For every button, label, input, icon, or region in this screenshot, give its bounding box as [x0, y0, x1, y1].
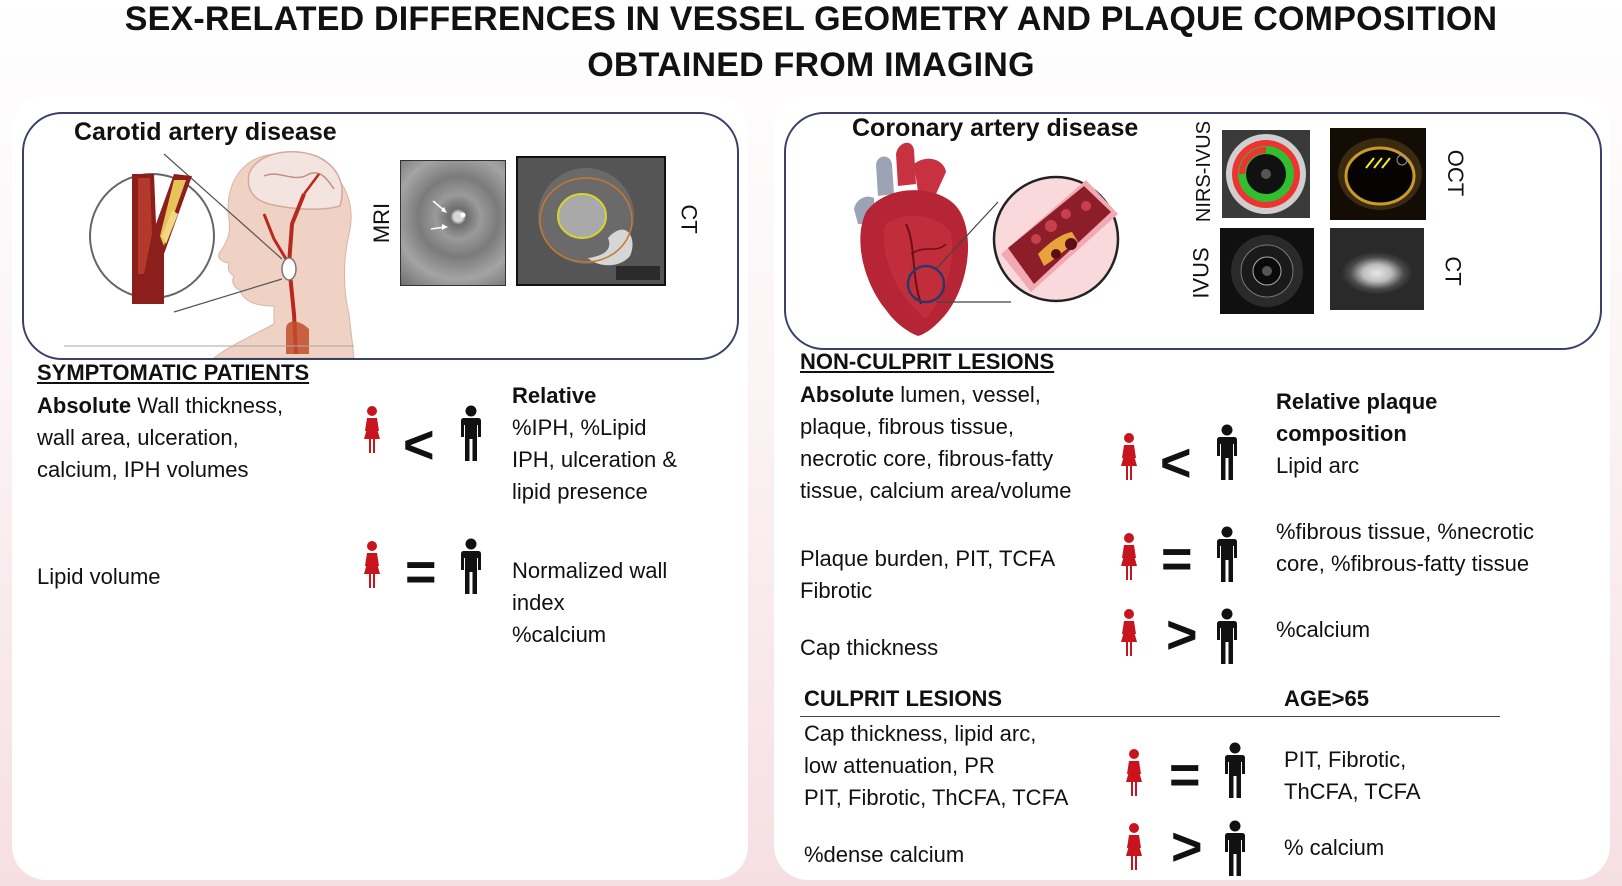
non-culprit-absolute-line: tissue, calcium area/volume	[800, 478, 1072, 503]
female-icon	[360, 405, 384, 460]
mri-arrows-icon	[430, 200, 466, 230]
relative-label: Relative	[512, 383, 597, 408]
non-culprit-absolute-line: necrotic core, fibrous-fatty	[800, 446, 1054, 471]
carotid-image-box: Carotid artery disease	[22, 112, 739, 360]
absolute-label: Absolute	[37, 393, 132, 418]
figure-title-line2: OBTAINED FROM IMAGING	[587, 46, 1035, 84]
carotid-ct-image	[516, 156, 666, 286]
ivus-image	[1220, 228, 1314, 314]
culprit-heading: CULPRIT LESIONS	[804, 686, 1003, 711]
less-than-symbol: <	[1160, 433, 1192, 493]
carotid-equal-right-line: index	[512, 590, 565, 615]
figure-title-line1: SEX-RELATED DIFFERENCES IN VESSEL GEOMET…	[124, 0, 1498, 38]
ivus-rings-icon	[1220, 228, 1314, 314]
non-culprit-equal-right-text: %fibrous tissue, %necrotic core, %fibrou…	[1276, 516, 1596, 580]
non-culprit-calcium-text: %calcium	[1276, 617, 1371, 642]
carotid-equal-right-line: %calcium	[512, 622, 607, 647]
nirs-ivus-label: NIRS-IVUS	[1193, 120, 1216, 223]
equal-symbol: =	[1169, 745, 1201, 805]
non-culprit-equal-right-line: core, %fibrous-fatty tissue	[1276, 551, 1530, 576]
male-icon	[1222, 820, 1248, 883]
ct-lumen-contours-icon	[518, 158, 664, 284]
carotid-relative-line: lipid presence	[512, 479, 648, 504]
age-heading: AGE>65	[1284, 686, 1369, 711]
carotid-relative-line: IPH, ulceration &	[512, 447, 678, 472]
non-culprit-absolute-line: plaque, fibrous tissue,	[800, 414, 1015, 439]
non-culprit-equal-left-line: Plaque burden, PIT, TCFA	[800, 546, 1056, 571]
carotid-ct-label: CT	[676, 204, 702, 234]
nirs-ivus-image	[1222, 130, 1310, 218]
male-icon	[1214, 608, 1240, 671]
non-culprit-heading: NON-CULPRIT LESIONS	[800, 349, 1055, 374]
oct-lumen-icon	[1330, 128, 1426, 220]
female-icon	[1117, 608, 1141, 663]
female-icon	[1122, 822, 1146, 877]
coronary-box-title: Coronary artery disease	[852, 114, 1139, 142]
coronary-ct-label: CT	[1440, 256, 1466, 286]
culprit-calcium-text: % calcium	[1284, 835, 1385, 860]
non-culprit-absolute-line: lumen, vessel,	[900, 382, 1041, 407]
mri-image	[400, 160, 506, 286]
oct-image	[1330, 128, 1426, 220]
cap-thickness-text: Cap thickness	[800, 635, 939, 660]
lipid-arc-text: Lipid arc	[1276, 453, 1360, 478]
greater-than-symbol: >	[1166, 605, 1198, 665]
equal-symbol: =	[405, 542, 437, 602]
culprit-equal-right-line: ThCFA, TCFA	[1284, 779, 1421, 804]
culprit-equal-left-line: Cap thickness, lipid arc,	[804, 721, 1037, 746]
carotid-absolute-line: wall area, ulceration,	[37, 425, 239, 450]
culprit-equal-right-text: PIT, Fibrotic, ThCFA, TCFA	[1284, 744, 1484, 808]
ivus-label: IVUS	[1188, 247, 1214, 299]
oct-label: OCT	[1443, 149, 1469, 197]
dense-calcium-text: %dense calcium	[804, 842, 965, 867]
symptomatic-heading: SYMPTOMATIC PATIENTS	[37, 360, 310, 385]
female-icon	[1122, 748, 1146, 803]
culprit-equal-left-text: Cap thickness, lipid arc, low attenuatio…	[804, 718, 1104, 814]
carotid-equal-right-line: Normalized wall	[512, 558, 668, 583]
male-icon	[458, 538, 484, 601]
nirs-ivus-rings-icon	[1222, 130, 1310, 218]
heart-illustration	[854, 142, 1120, 336]
culprit-equal-left-line: low attenuation, PR	[804, 753, 995, 778]
carotid-box-title: Carotid artery disease	[74, 118, 337, 146]
culprit-equal-right-line: PIT, Fibrotic,	[1284, 747, 1407, 772]
relative-plaque-label: Relative plaque	[1276, 389, 1438, 414]
female-icon	[1117, 432, 1141, 487]
female-icon	[360, 540, 384, 595]
non-culprit-equal-right-line: %fibrous tissue, %necrotic	[1276, 519, 1534, 544]
male-icon	[1222, 742, 1248, 805]
greater-than-symbol: >	[1171, 817, 1203, 877]
coronary-ct-image	[1330, 228, 1424, 310]
less-than-symbol: <	[403, 415, 435, 475]
coronary-image-box: Coronary artery disease	[784, 112, 1602, 350]
carotid-absolute-line: calcium, IPH volumes	[37, 457, 249, 482]
carotid-absolute-line: Wall thickness,	[137, 393, 284, 418]
non-culprit-equal-left-line: Fibrotic	[800, 578, 873, 603]
carotid-relative-text: Relative %IPH, %Lipid IPH, ulceration & …	[512, 380, 742, 508]
carotid-absolute-text: Absolute Wall thickness, wall area, ulce…	[37, 390, 377, 486]
carotid-relative-line: %IPH, %Lipid	[512, 415, 647, 440]
male-icon	[458, 405, 484, 468]
equal-symbol: =	[1161, 529, 1193, 589]
non-culprit-relative-text: Relative plaque composition Lipid arc	[1276, 386, 1596, 482]
carotid-lipid-volume: Lipid volume	[37, 564, 161, 589]
carotid-equal-right-text: Normalized wall index %calcium	[512, 555, 742, 651]
female-icon	[1117, 532, 1141, 587]
male-icon	[1214, 424, 1240, 487]
mri-label: MRI	[369, 202, 395, 244]
non-culprit-equal-left-text: Plaque burden, PIT, TCFA Fibrotic	[800, 543, 1100, 607]
carotid-artery-illustration	[64, 150, 355, 358]
culprit-equal-left-line: PIT, Fibrotic, ThCFA, TCFA	[804, 785, 1069, 810]
culprit-divider	[800, 716, 1500, 717]
non-culprit-absolute-text: Absolute lumen, vessel, plaque, fibrous …	[800, 379, 1120, 507]
absolute-label: Absolute	[800, 382, 895, 407]
male-icon	[1214, 526, 1240, 589]
composition-label: composition	[1276, 421, 1407, 446]
